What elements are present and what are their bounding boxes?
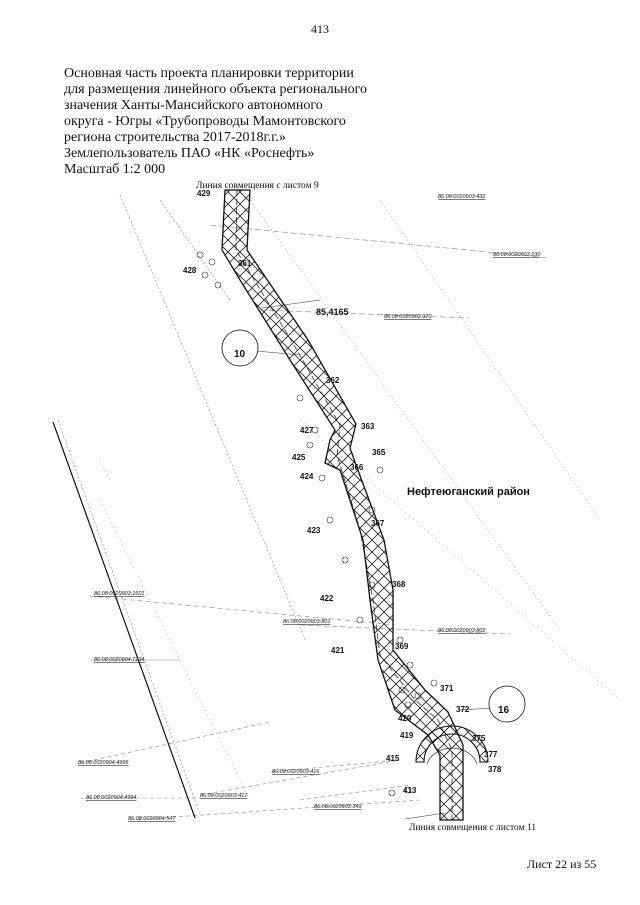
point-label: 419 [400, 731, 414, 740]
terrain-symbols [196, 251, 438, 797]
page-number: 413 [311, 22, 329, 36]
scale-line: Масштаб 1:2 000 [64, 162, 166, 177]
point-label: 365 [372, 448, 386, 457]
join-line-top: Линия совмещения с листом 9 [196, 181, 319, 191]
circle-label: 10 [234, 349, 246, 360]
point-label: 375 [472, 734, 486, 743]
point-label: 363 [361, 422, 375, 431]
point-label: 372 [456, 705, 470, 714]
document-header: Основная часть проекта планировки террит… [64, 66, 368, 178]
cadastral-label: 86:08:0020904:547 [128, 816, 176, 822]
sheet-number: Лист 22 из 55 [527, 857, 597, 871]
leader-lines [244, 299, 494, 820]
circle-label: 16 [498, 705, 510, 716]
district-boundary [52, 419, 201, 819]
header-line: значения Ханты-Мансийского автономного [64, 98, 323, 113]
header-line: региона строительства 2017-2018г.г.» [64, 130, 286, 145]
cadastral-label: 86:08:0020903:432 [438, 194, 485, 200]
point-label: 361 [238, 259, 252, 268]
cadastral-label: 86:08:0020903:349 [314, 804, 361, 810]
cadastral-label: 86:08:0020904:4994 [86, 795, 136, 801]
cadastral-label: 86:08:0020904:4995 [78, 760, 129, 766]
cadastral-label: 86:08:0020903:416 [272, 769, 320, 775]
cadastral-label: 86:08:0020903:1601 [94, 591, 144, 597]
point-label: 368 [392, 580, 406, 589]
point-label: 429 [197, 189, 211, 198]
point-label: 413 [403, 786, 417, 795]
point-label: 422 [320, 594, 334, 603]
point-labels: 429 361 428 362 363 427 365 425 366 424 … [183, 189, 502, 795]
cadastral-label: 86:08:0020904:7134 [94, 657, 144, 663]
point-label: 425 [292, 453, 306, 462]
cadastral-label: 86:08:0020903:417 [200, 793, 248, 799]
point-label: 427 [300, 426, 314, 435]
point-label: 423 [307, 526, 321, 535]
point-label: 362 [326, 376, 340, 385]
zone-circle-10: 10 [221, 329, 259, 367]
cadastral-label: 86:08:0020903:370 [384, 314, 432, 320]
header-line: округа - Югры «Трубопроводы Мамонтовског… [64, 114, 346, 129]
point-label: 415 [386, 754, 400, 763]
point-label: 428 [183, 266, 197, 275]
point-label: 421 [331, 646, 345, 655]
header-line: Землепользователь ПАО «НК «Роснефть» [64, 146, 315, 161]
join-line-bottom: Линия совмещения с листом 11 [409, 823, 536, 833]
cadastral-label: 86:08:0020903:801 [283, 619, 330, 625]
pipeline-corridor [221, 189, 489, 821]
point-label: 369 [395, 642, 409, 651]
point-label: 366 [350, 463, 364, 472]
zone-circle-16: 16 [488, 685, 526, 723]
point-label: 371 [440, 684, 454, 693]
cadastral-labels: 86:08:0020903:432 86:08:0020903:230 86:0… [78, 194, 541, 822]
point-label: 378 [488, 765, 502, 774]
header-line: для размещения линейного объекта региона… [64, 82, 368, 97]
header-line: Основная часть проекта планировки террит… [64, 66, 354, 81]
point-label: 420 [398, 714, 412, 723]
district-label: Нефтеюганский район [407, 486, 530, 498]
point-label: 367 [371, 519, 385, 528]
height-mark: 85,4165 [316, 307, 349, 317]
cadastral-label: 86:08:0020903:230 [493, 252, 541, 258]
cadastral-label: 86:08:0020903:802 [438, 628, 485, 634]
point-label: 377 [484, 750, 498, 759]
point-label: 424 [300, 472, 314, 481]
parcel-boundaries [79, 194, 621, 821]
